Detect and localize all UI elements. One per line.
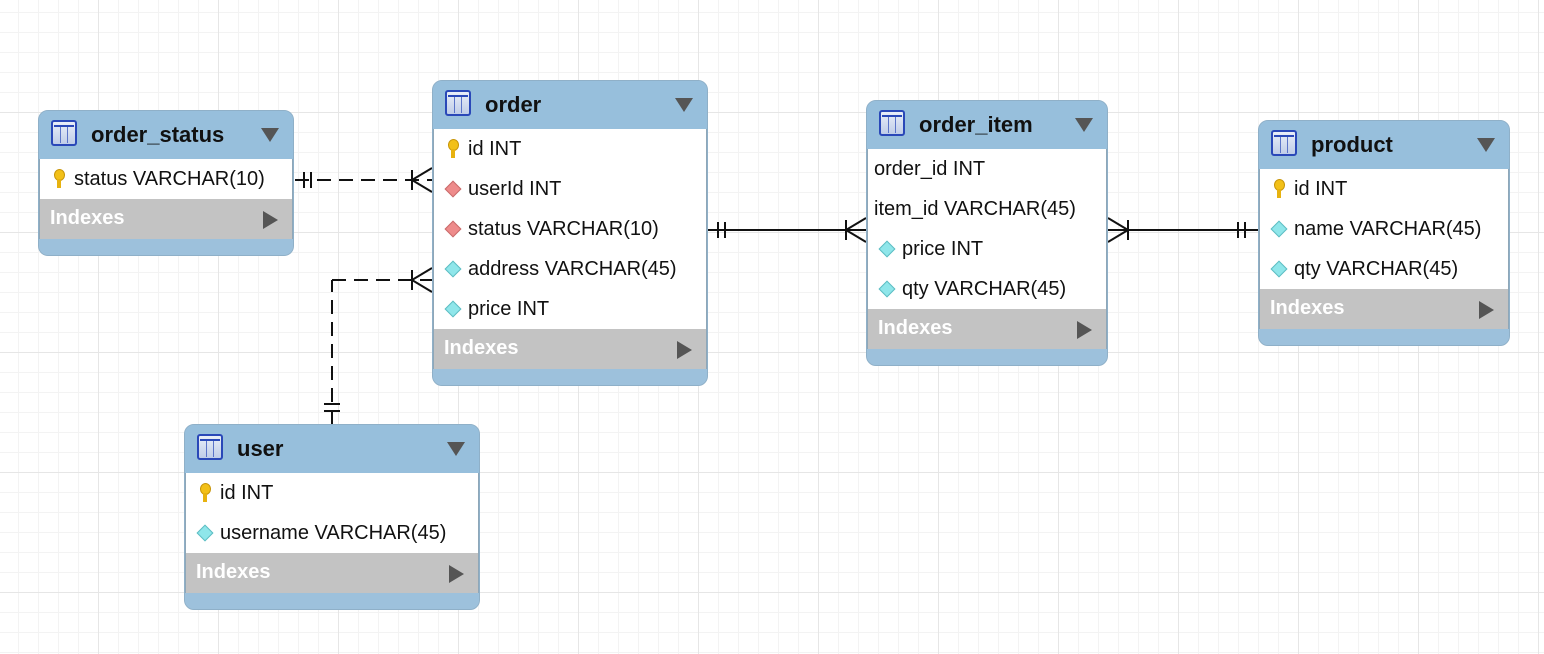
- relationship-order-order_item[interactable]: [708, 217, 867, 243]
- indexes-section[interactable]: Indexes: [867, 309, 1107, 349]
- column-list: id INT name VARCHAR(45) qty VARCHAR(45): [1259, 169, 1509, 289]
- column-icon: [1272, 259, 1286, 279]
- table-footer: [867, 349, 1107, 365]
- table-header[interactable]: order_item: [867, 101, 1107, 149]
- table-header[interactable]: user: [185, 425, 479, 473]
- foreign-key-icon: [446, 179, 460, 199]
- collapse-triangle-icon[interactable]: [1477, 138, 1495, 152]
- indexes-label: Indexes: [878, 317, 953, 339]
- table-icon: [445, 90, 471, 116]
- table-footer: [39, 239, 293, 255]
- column-row[interactable]: name VARCHAR(45): [1260, 209, 1508, 249]
- relationship-product-order_item[interactable]: [1107, 217, 1258, 243]
- relationship-order_status-order[interactable]: [295, 167, 433, 193]
- column-row[interactable]: qty VARCHAR(45): [1260, 249, 1508, 289]
- collapse-triangle-icon[interactable]: [1075, 118, 1093, 132]
- expand-arrow-icon[interactable]: [1479, 301, 1494, 319]
- column-icon: [880, 279, 894, 299]
- table-icon: [1271, 130, 1297, 156]
- collapse-triangle-icon[interactable]: [447, 442, 465, 456]
- column-row[interactable]: userId INT: [434, 169, 706, 209]
- column-name: id INT: [468, 137, 522, 160]
- column-name: status VARCHAR(10): [74, 167, 265, 190]
- column-row[interactable]: address VARCHAR(45): [434, 249, 706, 289]
- column-list: id INT username VARCHAR(45): [185, 473, 479, 553]
- column-name: item_id VARCHAR(45): [874, 197, 1076, 220]
- indexes-label: Indexes: [444, 337, 519, 359]
- column-name: id INT: [220, 481, 274, 504]
- column-row[interactable]: status VARCHAR(10): [434, 209, 706, 249]
- table-header[interactable]: order: [433, 81, 707, 129]
- column-name: address VARCHAR(45): [468, 257, 677, 280]
- column-row[interactable]: item_id VARCHAR(45): [868, 189, 1106, 229]
- table-icon: [197, 434, 223, 460]
- table-icon: [879, 110, 905, 136]
- column-name: price INT: [468, 297, 550, 320]
- column-icon: [1272, 219, 1286, 239]
- indexes-label: Indexes: [1270, 297, 1345, 319]
- indexes-section[interactable]: Indexes: [39, 199, 293, 239]
- primary-key-icon: [1272, 179, 1286, 199]
- expand-arrow-icon[interactable]: [677, 341, 692, 359]
- table-header[interactable]: order_status: [39, 111, 293, 159]
- column-name: qty VARCHAR(45): [902, 277, 1067, 300]
- column-row[interactable]: price INT: [868, 229, 1106, 269]
- column-row[interactable]: id INT: [1260, 169, 1508, 209]
- table-product[interactable]: product id INT name VARCHAR(45) qty VARCHAR…: [1258, 120, 1510, 346]
- foreign-key-icon: [446, 219, 460, 239]
- column-row[interactable]: id INT: [186, 473, 478, 513]
- table-footer: [185, 593, 479, 609]
- relationship-user-order[interactable]: [324, 267, 433, 424]
- column-name: price INT: [902, 237, 984, 260]
- table-icon: [51, 120, 77, 146]
- column-name: username VARCHAR(45): [220, 521, 447, 544]
- column-name: order_id INT: [874, 157, 986, 180]
- column-name: status VARCHAR(10): [468, 217, 659, 240]
- column-name: userId INT: [468, 177, 562, 200]
- indexes-section[interactable]: Indexes: [185, 553, 479, 593]
- column-name: id INT: [1294, 177, 1348, 200]
- table-title: order_item: [919, 112, 1033, 137]
- table-user[interactable]: user id INT username VARCHAR(45) Indexes: [184, 424, 480, 610]
- indexes-label: Indexes: [50, 207, 125, 229]
- primary-key-icon: [446, 139, 460, 159]
- column-row[interactable]: order_id INT: [868, 149, 1106, 189]
- column-list: status VARCHAR(10): [39, 159, 293, 199]
- expand-arrow-icon[interactable]: [1077, 321, 1092, 339]
- table-title: order_status: [91, 122, 225, 147]
- column-name: name VARCHAR(45): [1294, 217, 1482, 240]
- column-list: order_id INT item_id VARCHAR(45) price INT…: [867, 149, 1107, 309]
- collapse-triangle-icon[interactable]: [261, 128, 279, 142]
- column-row[interactable]: id INT: [434, 129, 706, 169]
- column-name: qty VARCHAR(45): [1294, 257, 1459, 280]
- indexes-label: Indexes: [196, 561, 271, 583]
- column-icon: [198, 523, 212, 543]
- table-title: order: [485, 92, 542, 117]
- primary-key-icon: [52, 169, 66, 189]
- indexes-section[interactable]: Indexes: [1259, 289, 1509, 329]
- table-footer: [433, 369, 707, 385]
- column-list: id INT userId INT status VARCHAR(10) addres…: [433, 129, 707, 329]
- column-icon: [880, 239, 894, 259]
- column-row[interactable]: price INT: [434, 289, 706, 329]
- table-header[interactable]: product: [1259, 121, 1509, 169]
- expand-arrow-icon[interactable]: [449, 565, 464, 583]
- collapse-triangle-icon[interactable]: [675, 98, 693, 112]
- column-icon: [446, 299, 460, 319]
- column-row[interactable]: username VARCHAR(45): [186, 513, 478, 553]
- primary-key-icon: [198, 483, 212, 503]
- expand-arrow-icon[interactable]: [263, 211, 278, 229]
- table-order[interactable]: order id INT userId INT status VARCHAR(10) a…: [432, 80, 708, 386]
- column-icon: [446, 259, 460, 279]
- table-order_item[interactable]: order_item order_id INT item_id VARCHAR(45…: [866, 100, 1108, 366]
- column-row[interactable]: qty VARCHAR(45): [868, 269, 1106, 309]
- table-title: user: [237, 436, 284, 461]
- indexes-section[interactable]: Indexes: [433, 329, 707, 369]
- column-row[interactable]: status VARCHAR(10): [40, 159, 292, 199]
- table-title: product: [1311, 132, 1393, 157]
- table-footer: [1259, 329, 1509, 345]
